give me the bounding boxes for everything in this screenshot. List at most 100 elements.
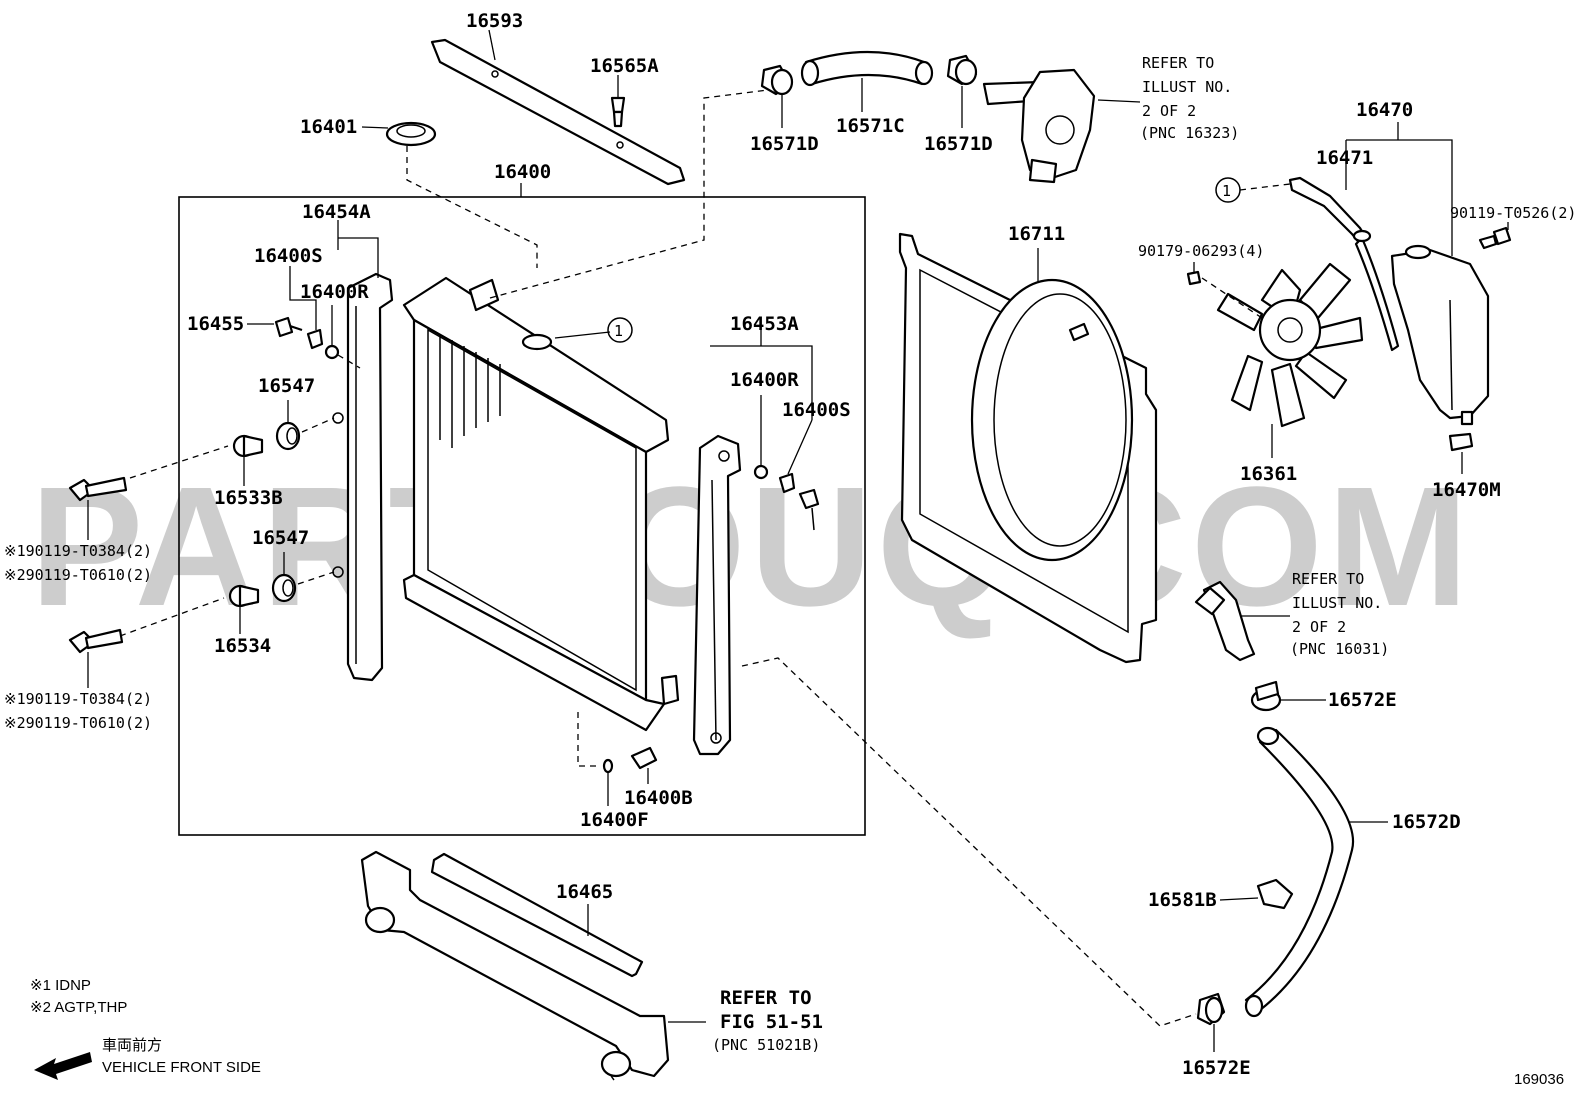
upper-hose-16571C[interactable] xyxy=(800,50,934,112)
svg-text:2 OF 2: 2 OF 2 xyxy=(1292,618,1346,636)
label-16565A: 16565A xyxy=(590,55,659,77)
grommet-16400R-left[interactable] xyxy=(324,344,340,360)
front-arrow-icon xyxy=(34,1052,92,1080)
svg-text:REFER TO: REFER TO xyxy=(720,987,812,1009)
label-16470M: 16470M xyxy=(1432,479,1501,501)
label-bolt-upper-2: ※290119-T0610(2) xyxy=(4,566,152,584)
reference-pnc-16031: REFER TO ILLUST NO. 2 OF 2 (PNC 16031) xyxy=(1290,570,1389,658)
reservoir-tank-16470[interactable] xyxy=(1390,244,1490,426)
label-16361: 16361 xyxy=(1240,463,1297,485)
label-bolt-upper-1: ※190119-T0384(2) xyxy=(4,542,152,560)
label-90179-06293: 90179-06293(4) xyxy=(1138,242,1264,260)
label-16534: 16534 xyxy=(214,635,271,657)
water-outlet-housing[interactable] xyxy=(982,68,1096,184)
svg-text:(PNC 16323): (PNC 16323) xyxy=(1140,124,1239,142)
label-16572D: 16572D xyxy=(1392,811,1461,833)
radiator-cap-16401[interactable] xyxy=(361,121,437,147)
mount-16533B[interactable] xyxy=(232,434,264,486)
label-16400R-left: 16400R xyxy=(300,281,369,303)
overflow-hose-16471[interactable] xyxy=(1288,176,1400,352)
front-label-jp: 車両前方 xyxy=(102,1037,162,1054)
label-16571D-right: 16571D xyxy=(924,133,993,155)
radiator-assembly-box xyxy=(178,196,866,836)
clamp-16571D-right[interactable] xyxy=(946,54,978,128)
svg-text:REFER TO: REFER TO xyxy=(1142,54,1214,72)
svg-text:ILLUST NO.: ILLUST NO. xyxy=(1292,594,1382,612)
mount-16534[interactable] xyxy=(228,584,260,634)
svg-text:REFER TO: REFER TO xyxy=(1292,570,1364,588)
label-bolt-lower-1: ※190119-T0384(2) xyxy=(4,690,152,708)
bushing-16400S-right[interactable] xyxy=(778,472,796,494)
bushing-16400S-left[interactable] xyxy=(306,328,324,350)
bolt-16455[interactable] xyxy=(247,316,303,338)
front-label-en: VEHICLE FRONT SIDE xyxy=(102,1059,261,1076)
label-16453A: 16453A xyxy=(730,313,799,335)
label-16571C: 16571C xyxy=(836,115,905,137)
bolt-90119-T0526[interactable] xyxy=(1478,222,1512,250)
label-16400B: 16400B xyxy=(624,787,693,809)
svg-text:2 OF 2: 2 OF 2 xyxy=(1142,102,1196,120)
lower-support-bracket[interactable] xyxy=(360,850,670,1081)
o-ring-16400F[interactable] xyxy=(602,758,614,806)
bolt-upper[interactable] xyxy=(68,476,128,540)
clamp-16572E-bottom[interactable] xyxy=(1196,992,1226,1052)
bolt-lower[interactable] xyxy=(68,628,124,688)
label-16471: 16471 xyxy=(1316,147,1373,169)
svg-text:1: 1 xyxy=(614,322,623,340)
label-16593: 16593 xyxy=(466,10,523,32)
figure-number: 169036 xyxy=(1514,1071,1564,1088)
label-16572E-bottom: 16572E xyxy=(1182,1057,1251,1079)
side-plate-left-16454A[interactable] xyxy=(332,272,394,682)
fan-16361[interactable] xyxy=(1216,262,1364,458)
callout-1-reservoir: 1 xyxy=(1215,177,1241,203)
mount-16547-top[interactable] xyxy=(275,400,301,451)
svg-text:ILLUST NO.: ILLUST NO. xyxy=(1142,78,1232,96)
clamp-16571D-left[interactable] xyxy=(760,64,794,128)
svg-text:(PNC 16031): (PNC 16031) xyxy=(1290,640,1389,658)
label-bolt-lower-2: ※290119-T0610(2) xyxy=(4,714,152,732)
fan-shroud-16711[interactable] xyxy=(898,232,1158,664)
label-16455: 16455 xyxy=(187,313,244,335)
label-16547-top: 16547 xyxy=(258,375,315,397)
label-16454A: 16454A xyxy=(302,201,371,223)
mount-16547-bottom[interactable] xyxy=(271,552,297,603)
label-16547-bottom: 16547 xyxy=(252,527,309,549)
label-90119-T0526: 90119-T0526(2) xyxy=(1450,204,1576,222)
bolt-right[interactable] xyxy=(798,488,820,531)
note-2: ※2 AGTP,THP xyxy=(30,999,127,1016)
label-16400F: 16400F xyxy=(580,809,649,831)
label-16465: 16465 xyxy=(556,881,613,903)
label-16572E-top: 16572E xyxy=(1328,689,1397,711)
svg-text:(PNC 51021B): (PNC 51021B) xyxy=(712,1036,820,1054)
lower-hose-16572D[interactable] xyxy=(1244,726,1388,1018)
label-16400: 16400 xyxy=(494,161,551,183)
radiator-core-16400[interactable] xyxy=(402,276,680,732)
svg-text:FIG 51-51: FIG 51-51 xyxy=(720,1011,823,1033)
upper-support-16593[interactable] xyxy=(430,29,686,186)
reference-pnc-51021B: REFER TO FIG 51-51 (PNC 51021B) xyxy=(712,987,823,1054)
drain-cock-16400B[interactable] xyxy=(630,746,658,784)
label-16400S-left: 16400S xyxy=(254,245,323,267)
svg-text:1: 1 xyxy=(1222,182,1231,200)
side-plate-right-16453A[interactable] xyxy=(692,434,742,756)
callout-1-radiator: 1 xyxy=(607,317,633,343)
water-inlet[interactable] xyxy=(1194,580,1256,662)
label-16401: 16401 xyxy=(300,116,357,138)
label-16571D-left: 16571D xyxy=(750,133,819,155)
label-16581B: 16581B xyxy=(1148,889,1217,911)
clip-16565A[interactable] xyxy=(610,75,626,128)
grommet-16470M[interactable] xyxy=(1448,432,1474,474)
clamp-16572E-top[interactable] xyxy=(1250,680,1326,712)
label-16400S-right: 16400S xyxy=(782,399,851,421)
note-1: ※1 IDNP xyxy=(30,977,91,994)
reference-pnc-16323: REFER TO ILLUST NO. 2 OF 2 (PNC 16323) xyxy=(1140,54,1239,142)
label-16400R-right: 16400R xyxy=(730,369,799,391)
nut-90179-06293[interactable] xyxy=(1186,262,1202,286)
grommet-16400R-right[interactable] xyxy=(753,464,769,480)
label-16470: 16470 xyxy=(1356,99,1413,121)
label-16533B: 16533B xyxy=(214,487,283,509)
lower-insulator-16465[interactable] xyxy=(430,852,644,978)
clamp-16581B[interactable] xyxy=(1219,878,1294,910)
label-16711: 16711 xyxy=(1008,223,1065,245)
